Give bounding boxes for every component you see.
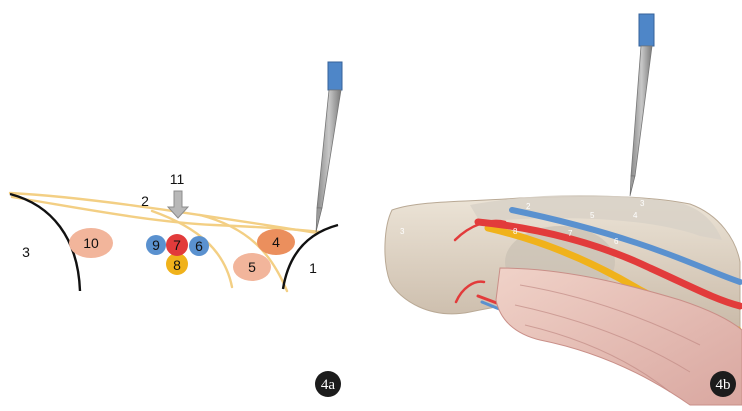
panel-4b: 3 2 8 7 5 4 3 6 4b bbox=[385, 14, 742, 405]
label-3d-5: 5 bbox=[590, 211, 595, 220]
label-2: 2 bbox=[141, 193, 149, 209]
label-3d-8: 8 bbox=[513, 227, 518, 236]
needle-4a bbox=[316, 62, 342, 232]
needle-tip-4b bbox=[630, 176, 635, 196]
badge-4a-text: 4a bbox=[321, 377, 336, 393]
badge-4a: 4a bbox=[315, 371, 341, 397]
label-6: 6 bbox=[195, 238, 203, 254]
label-5: 5 bbox=[248, 259, 256, 275]
label-3d-3: 3 bbox=[400, 227, 405, 236]
needle-hub-4b bbox=[639, 14, 654, 46]
label-11: 11 bbox=[170, 171, 185, 187]
needle-hub bbox=[328, 62, 342, 90]
label-10: 10 bbox=[83, 235, 99, 251]
needle-shaft-4b bbox=[631, 46, 652, 176]
label-3d-6: 6 bbox=[614, 237, 619, 246]
needle-4b bbox=[630, 14, 654, 196]
label-1: 1 bbox=[309, 260, 317, 276]
needle-tip bbox=[316, 208, 322, 232]
label-3d-3b: 3 bbox=[640, 199, 645, 208]
label-4: 4 bbox=[272, 234, 280, 250]
needle-shaft bbox=[317, 90, 341, 208]
panel-4a: 1 2 3 4 5 10 11 9 7 6 8 4a bbox=[10, 62, 342, 397]
badge-4b: 4b bbox=[710, 371, 736, 397]
label-7: 7 bbox=[173, 237, 181, 253]
label-3d-7: 7 bbox=[568, 229, 573, 238]
label-3: 3 bbox=[22, 244, 30, 260]
label-3d-2: 2 bbox=[526, 202, 531, 211]
label-9: 9 bbox=[152, 237, 160, 253]
badge-4b-text: 4b bbox=[716, 377, 731, 393]
label-8: 8 bbox=[173, 257, 181, 273]
label-3d-4: 4 bbox=[633, 211, 638, 220]
